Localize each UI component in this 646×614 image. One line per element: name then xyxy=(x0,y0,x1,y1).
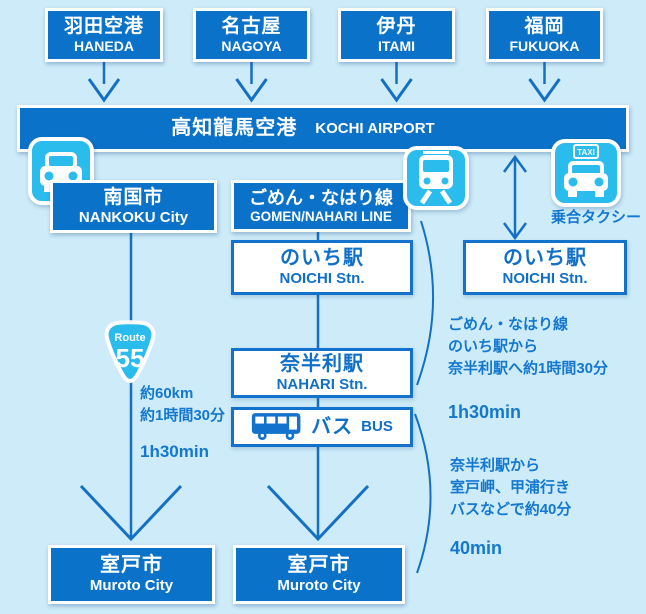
car-duration-en: 1h30min xyxy=(140,442,209,461)
shared-taxi-label: 乗合タクシー xyxy=(550,209,641,226)
down-arrow-icon xyxy=(79,484,183,542)
muroto-city-box-car: 室戸市 Muroto City xyxy=(48,545,215,604)
car-duration-jp: 約1時間30分 xyxy=(140,407,226,424)
destination-name-jp: 室戸市 xyxy=(287,554,351,577)
bus-note-line: 室戸岬、甲浦行き xyxy=(450,479,571,496)
car-route-note: 約60km 約1時間30分 xyxy=(140,383,225,427)
route-shield-number: 55 xyxy=(116,343,145,373)
station-name-jp: のいち駅 xyxy=(280,247,364,270)
station-name-en: NAHARI Stn. xyxy=(276,375,368,393)
line-name-en: GOMEN/NAHARI LINE xyxy=(250,208,392,224)
bus-box: バス BUS xyxy=(231,407,413,447)
noichi-station-box: のいち駅 NOICHI Stn. xyxy=(231,240,413,295)
origin-box-haneda: 羽田空港 HANEDA xyxy=(45,8,163,62)
city-name-en: NANKOKU City xyxy=(78,208,189,226)
noichi-station-box-taxi: のいち駅 NOICHI Stn. xyxy=(463,240,627,295)
airport-name-en: KOCHI AIRPORT xyxy=(315,119,435,137)
train-note-line: のいち駅から xyxy=(448,338,539,355)
down-arrow-icon xyxy=(502,222,528,241)
destination-name-en: Muroto City xyxy=(89,577,174,595)
origin-name-en: HANEDA xyxy=(74,37,134,54)
muroto-city-box-train: 室戸市 Muroto City xyxy=(233,545,405,604)
origin-box-itami: 伊丹 ITAMI xyxy=(338,8,455,62)
bus-note-bracket xyxy=(414,413,432,574)
down-arrow-icon xyxy=(235,78,268,103)
bus-label-jp: バス xyxy=(311,415,354,438)
route-55-shield-icon: Route 55 xyxy=(104,320,156,384)
bus-note: 奈半利駅から 室戸岬、甲浦行き バスなどで約40分 xyxy=(450,455,571,521)
origin-name-jp: 伊丹 xyxy=(376,16,417,38)
train-note-line: 奈半利駅へ約1時間30分 xyxy=(448,360,609,377)
down-arrow-icon xyxy=(87,78,121,103)
origin-name-jp: 羽田空港 xyxy=(63,16,144,38)
station-name-en: NOICHI Stn. xyxy=(502,270,588,288)
route-shield-label: Route xyxy=(114,332,145,344)
station-name-jp: のいち駅 xyxy=(503,247,587,270)
train-note-bracket xyxy=(416,220,434,386)
bus-note-line: 奈半利駅から xyxy=(450,457,541,474)
nahari-station-box: 奈半利駅 NAHARI Stn. xyxy=(231,348,413,398)
train-note: ごめん・なはり線 のいち駅から 奈半利駅へ約1時間30分 xyxy=(448,314,608,380)
origin-name-jp: 福岡 xyxy=(524,16,565,38)
train-icon xyxy=(403,146,469,210)
bus-icon xyxy=(252,413,301,440)
origin-name-jp: 名古屋 xyxy=(221,16,282,38)
destination-name-jp: 室戸市 xyxy=(100,554,163,577)
airport-name-jp: 高知龍馬空港 xyxy=(171,117,298,139)
nankoku-city-box: 南国市 NANKOKU City xyxy=(50,180,217,233)
car-distance: 約60km xyxy=(140,385,194,402)
gomen-nahari-line-box: ごめん・なはり線 GOMEN/NAHARI LINE xyxy=(231,180,411,232)
train-note-time: 1h30min xyxy=(448,402,522,422)
down-arrow-icon xyxy=(528,78,561,103)
train-note-line: ごめん・なはり線 xyxy=(448,316,569,333)
bus-note-time: 40min xyxy=(450,538,503,558)
station-name-jp: 奈半利駅 xyxy=(280,352,364,375)
bus-note-line: バスなどで約40分 xyxy=(450,501,572,518)
origin-name-en: FUKUOKA xyxy=(509,37,580,54)
origin-arrow-stems xyxy=(102,62,546,84)
up-arrow-icon xyxy=(502,154,528,173)
taxi-icon: TAXI xyxy=(551,139,621,207)
station-name-en: NOICHI Stn. xyxy=(279,270,365,288)
kochi-airport-bar: 高知龍馬空港 KOCHI AIRPORT xyxy=(17,105,629,152)
down-arrow-icon xyxy=(266,484,370,542)
taxi-sign-label: TAXI xyxy=(577,148,595,157)
city-name-jp: 南国市 xyxy=(103,186,164,208)
line-name-jp: ごめん・なはり線 xyxy=(249,187,393,208)
destination-name-en: Muroto City xyxy=(277,577,361,595)
origin-name-en: ITAMI xyxy=(377,37,416,54)
bus-label-en: BUS xyxy=(361,418,393,436)
origin-box-nagoya: 名古屋 NAGOYA xyxy=(193,8,310,62)
origin-box-fukuoka: 福岡 FUKUOKA xyxy=(486,8,603,62)
origin-name-en: NAGOYA xyxy=(221,37,282,54)
down-arrow-icon xyxy=(380,78,413,103)
